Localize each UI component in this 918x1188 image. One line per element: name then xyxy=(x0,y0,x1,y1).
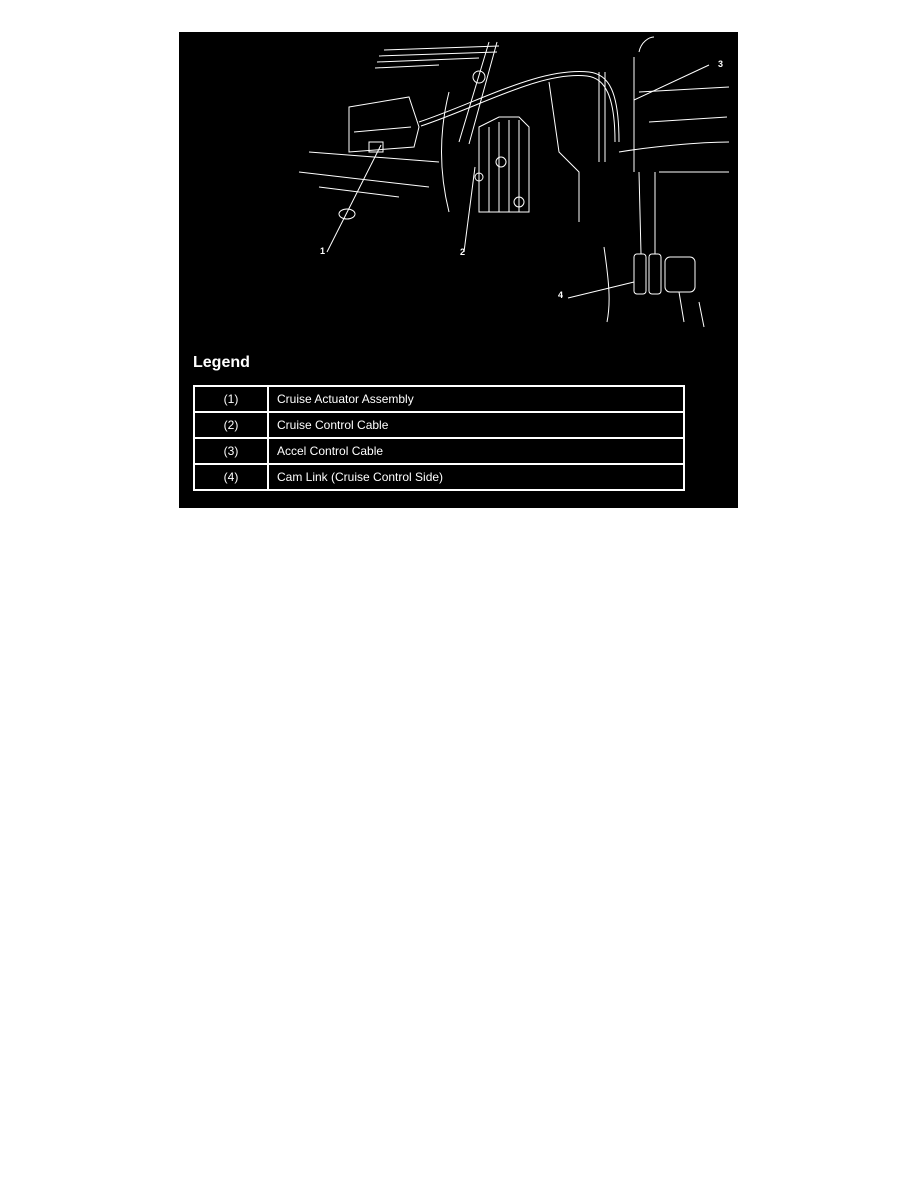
callout-4: 4 xyxy=(558,290,564,300)
legend-description: Cruise Actuator Assembly xyxy=(267,385,685,413)
legend-row: (2) Cruise Control Cable xyxy=(193,411,685,439)
legend-number: (2) xyxy=(193,411,269,439)
legend-row: (1) Cruise Actuator Assembly xyxy=(193,385,685,413)
legend-number: (4) xyxy=(193,463,269,491)
legend-number: (1) xyxy=(193,385,269,413)
callout-2: 2 xyxy=(460,247,466,257)
callout-1: 1 xyxy=(320,246,326,256)
engine-bay-diagram: 1 2 3 4 Legend (1) Cruise Actuator Assem… xyxy=(179,32,738,508)
legend-row: (4) Cam Link (Cruise Control Side) xyxy=(193,463,685,491)
legend-title: Legend xyxy=(193,354,250,371)
legend-description: Cam Link (Cruise Control Side) xyxy=(267,463,685,491)
engine-line-drawing xyxy=(298,36,730,328)
callout-3: 3 xyxy=(718,59,724,69)
legend-number: (3) xyxy=(193,437,269,465)
legend-table: (1) Cruise Actuator Assembly (2) Cruise … xyxy=(193,385,685,491)
legend-description: Accel Control Cable xyxy=(267,437,685,465)
legend-description: Cruise Control Cable xyxy=(267,411,685,439)
legend-row: (3) Accel Control Cable xyxy=(193,437,685,465)
